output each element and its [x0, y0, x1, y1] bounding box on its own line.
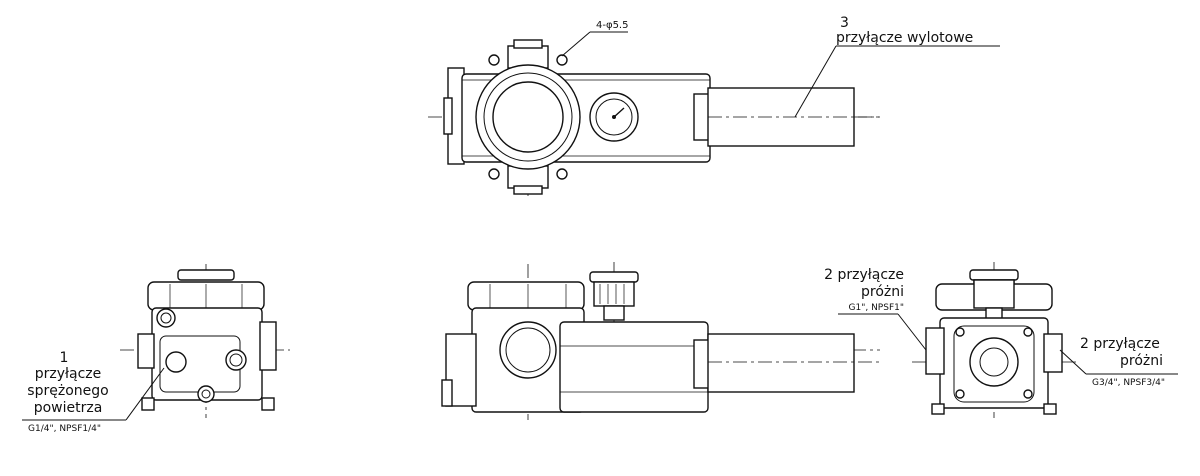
vacuum-left-spec: G1", NPSF1" [849, 303, 904, 313]
vacuum-right-line2: próżni [1120, 353, 1163, 369]
left-view: 1 przyłącze sprężonego powietrza G1/4", … [22, 264, 290, 434]
holes-dimension: 4-φ5.5 [596, 20, 628, 31]
vacuum-left-line2: próżni [861, 284, 904, 300]
front-view [441, 262, 880, 420]
air-label-line1: przyłącze [35, 366, 102, 382]
vacuum-left-line1: 2 przyłącze [824, 267, 904, 283]
air-label-line3: powietrza [34, 400, 103, 416]
vacuum-right-line1: 2 przyłącze [1080, 336, 1160, 352]
top-view: 4-φ5.5 3 przyłącze wylotowe [428, 15, 1000, 196]
right-view: 2 przyłącze próżni G1", NPSF1" 2 przyłąc… [824, 262, 1178, 418]
air-number: 1 [60, 350, 69, 366]
vacuum-right-spec: G3/4", NPSF3/4" [1092, 378, 1165, 388]
outlet-label: przyłącze wylotowe [836, 30, 973, 46]
outlet-number: 3 [840, 15, 849, 31]
air-label-line2: sprężonego [27, 383, 108, 399]
air-spec: G1/4", NPSF1/4" [28, 424, 101, 434]
